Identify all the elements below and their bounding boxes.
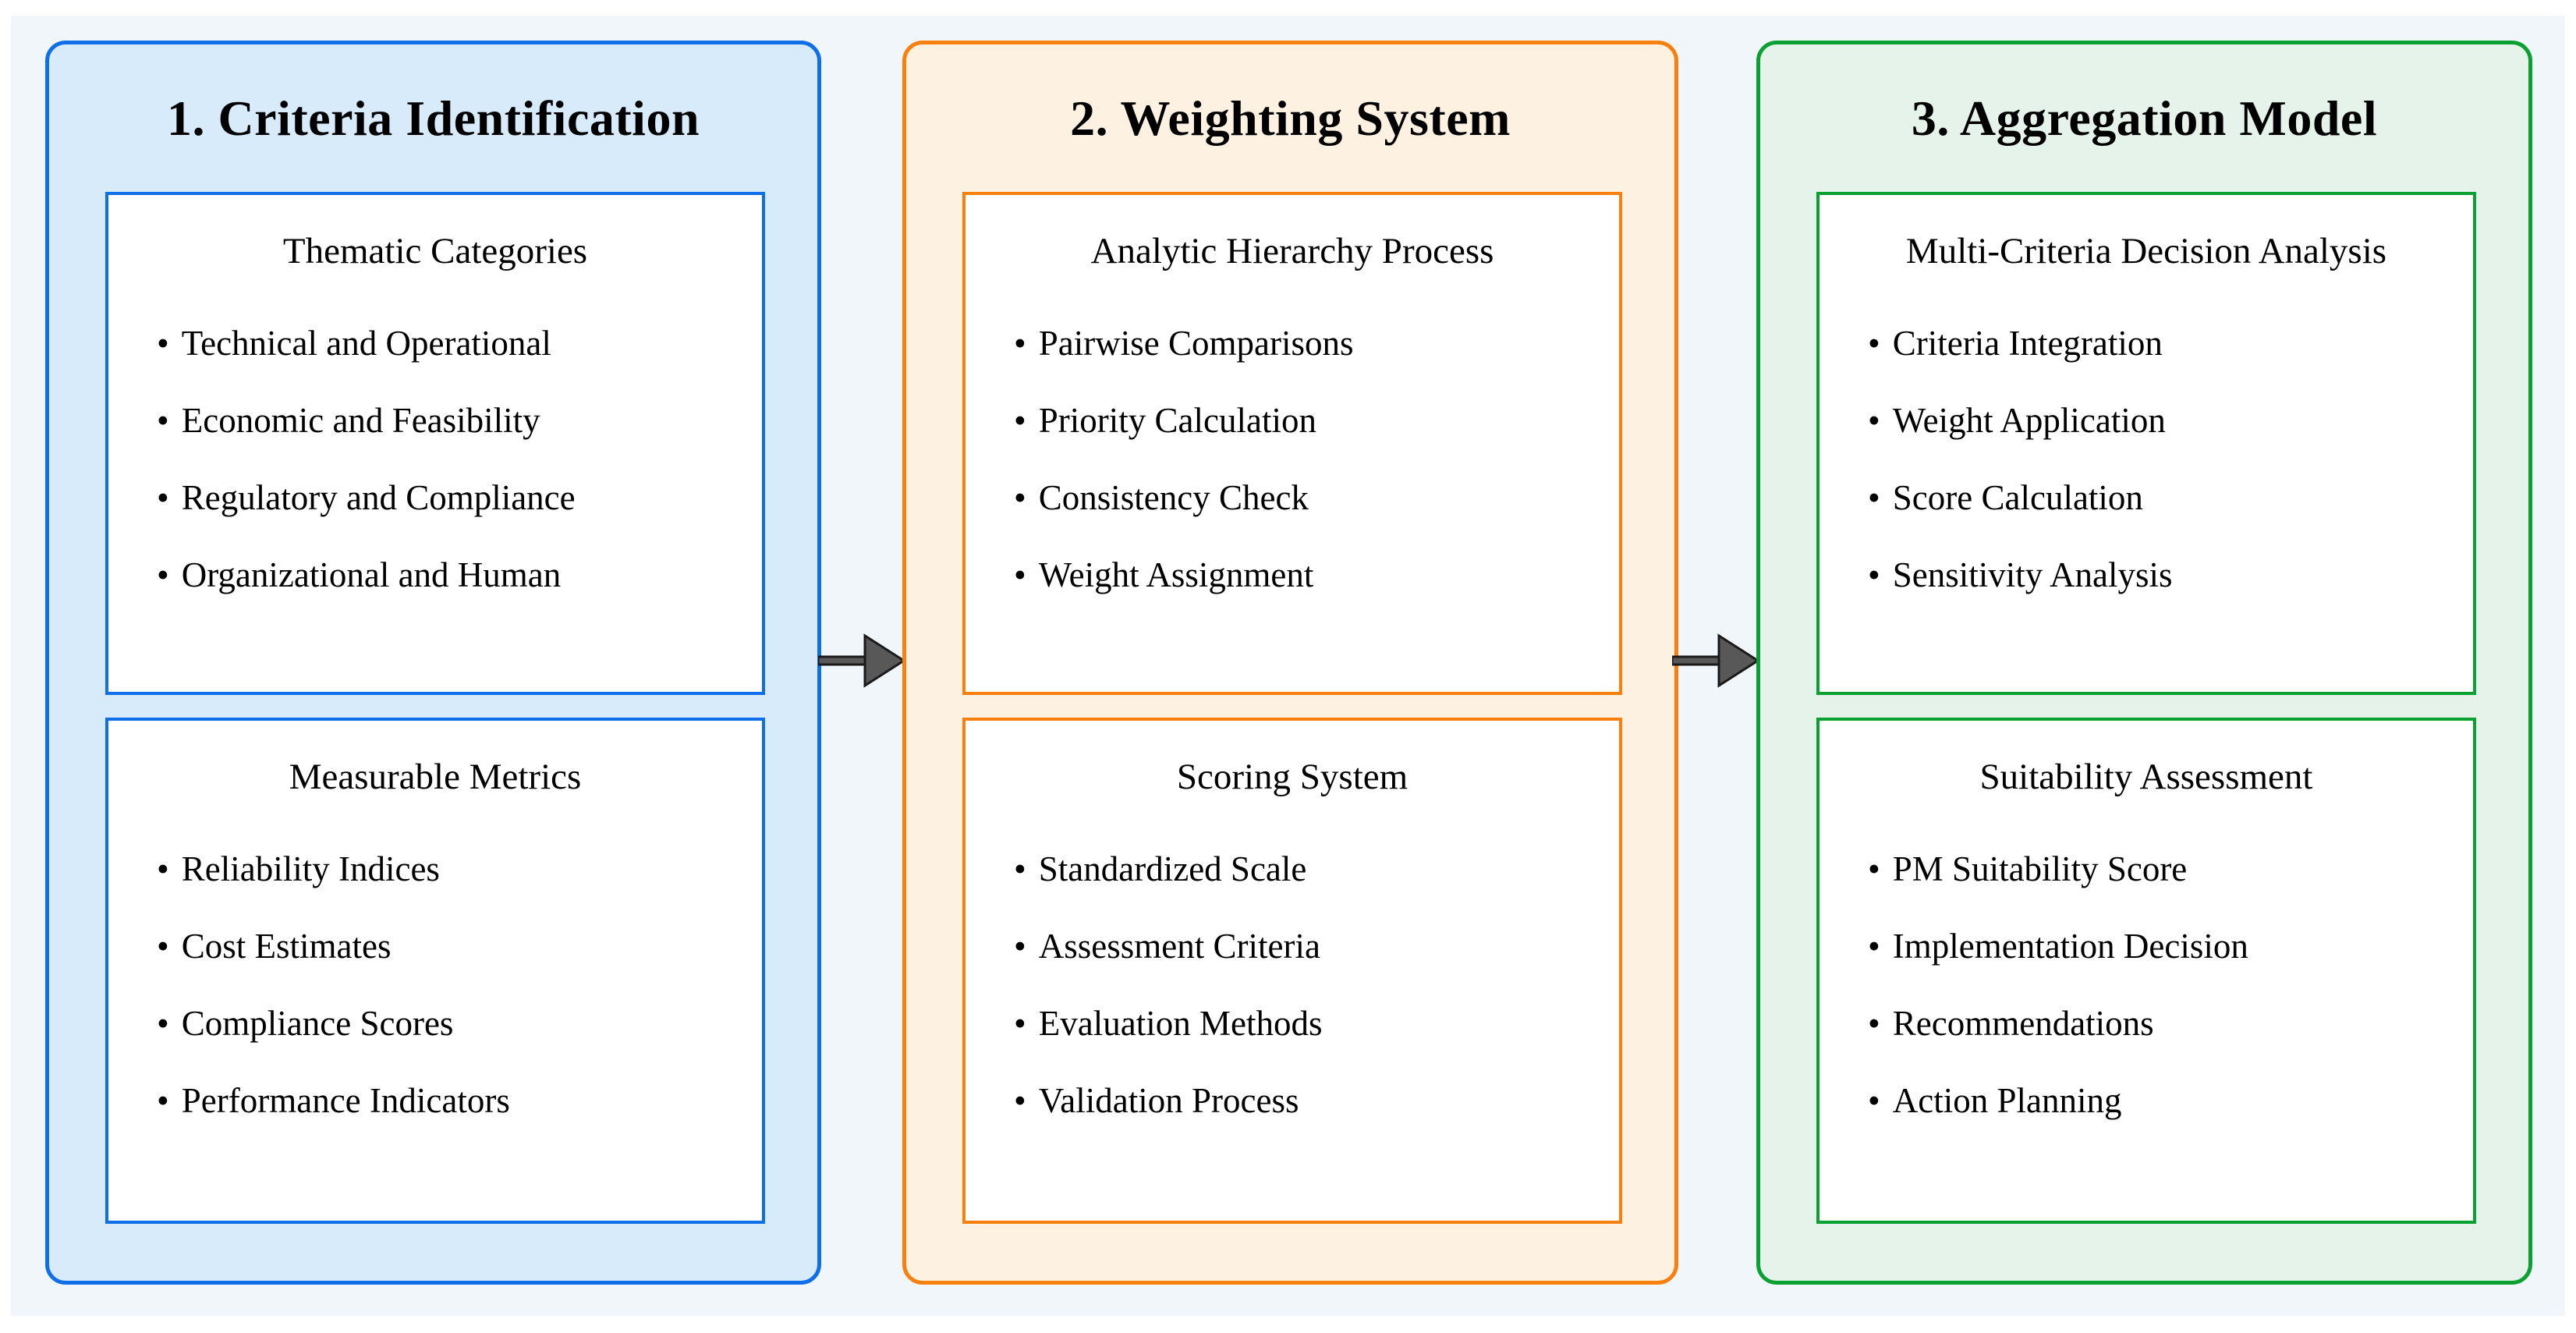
bullet-list: Criteria Integration Weight Application … <box>1819 273 2473 594</box>
subbox-analytic-hierarchy-process: Analytic Hierarchy Process Pairwise Comp… <box>962 192 1622 695</box>
list-item: PM Suitability Score <box>1868 850 2450 888</box>
panel-title: 2. Weighting System <box>1070 90 1511 146</box>
list-item: Technical and Operational <box>157 324 739 362</box>
list-item: Weight Application <box>1868 402 2450 439</box>
panel-aggregation-model: 3. Aggregation Model Multi-Criteria Deci… <box>1756 41 2532 1285</box>
bullet-list: Technical and Operational Economic and F… <box>108 273 762 594</box>
subbox-heading: Suitability Assessment <box>1979 757 2313 797</box>
list-item: Weight Assignment <box>1014 556 1596 594</box>
list-item: Standardized Scale <box>1014 850 1596 888</box>
panel-title: 3. Aggregation Model <box>1911 90 2378 146</box>
subbox-heading: Analytic Hierarchy Process <box>1090 231 1494 271</box>
bullet-list: Pairwise Comparisons Priority Calculatio… <box>966 273 1619 594</box>
subbox-heading: Thematic Categories <box>282 231 588 271</box>
list-item: Regulatory and Compliance <box>157 479 739 516</box>
list-item: Pairwise Comparisons <box>1014 324 1596 362</box>
list-item: Sensitivity Analysis <box>1868 556 2450 594</box>
subbox-heading: Multi-Criteria Decision Analysis <box>1905 231 2387 271</box>
bullet-list: PM Suitability Score Implementation Deci… <box>1819 799 2473 1119</box>
subbox-scoring-system: Scoring System Standardized Scale Assess… <box>962 718 1622 1224</box>
bullet-list: Reliability Indices Cost Estimates Compl… <box>108 799 762 1119</box>
list-item: Priority Calculation <box>1014 402 1596 439</box>
list-item: Evaluation Methods <box>1014 1005 1596 1042</box>
list-item: Consistency Check <box>1014 479 1596 516</box>
list-item: Criteria Integration <box>1868 324 2450 362</box>
list-item: Cost Estimates <box>157 927 739 965</box>
subbox-multi-criteria-decision-analysis: Multi-Criteria Decision Analysis Criteri… <box>1816 192 2476 695</box>
list-item: Economic and Feasibility <box>157 402 739 439</box>
list-item: Validation Process <box>1014 1082 1596 1119</box>
panel-weighting-system: 2. Weighting System Analytic Hierarchy P… <box>902 41 1678 1285</box>
panel-criteria-identification: 1. Criteria Identification Thematic Cate… <box>45 41 821 1285</box>
list-item: Compliance Scores <box>157 1005 739 1042</box>
subbox-suitability-assessment: Suitability Assessment PM Suitability Sc… <box>1816 718 2476 1224</box>
subbox-measurable-metrics: Measurable Metrics Reliability Indices C… <box>105 718 765 1224</box>
arrow-right-icon <box>818 633 905 688</box>
subbox-heading: Scoring System <box>1176 757 1408 797</box>
arrow-right-icon <box>1672 633 1759 688</box>
bullet-list: Standardized Scale Assessment Criteria E… <box>966 799 1619 1119</box>
list-item: Implementation Decision <box>1868 927 2450 965</box>
list-item: Recommendations <box>1868 1005 2450 1042</box>
subbox-heading: Measurable Metrics <box>289 757 582 797</box>
list-item: Score Calculation <box>1868 479 2450 516</box>
subbox-thematic-categories: Thematic Categories Technical and Operat… <box>105 192 765 695</box>
list-item: Reliability Indices <box>157 850 739 888</box>
panel-title: 1. Criteria Identification <box>166 90 700 146</box>
list-item: Organizational and Human <box>157 556 739 594</box>
list-item: Performance Indicators <box>157 1082 739 1119</box>
list-item: Assessment Criteria <box>1014 927 1596 965</box>
list-item: Action Planning <box>1868 1082 2450 1119</box>
